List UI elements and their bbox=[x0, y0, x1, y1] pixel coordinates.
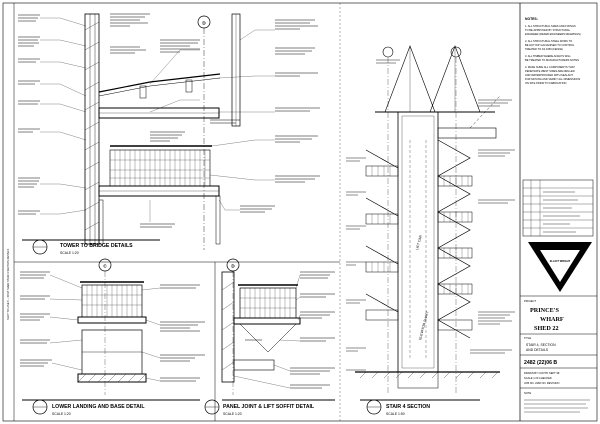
note-line-4: 2. ALL STRUCTURAL STEEL WORK TO bbox=[525, 39, 572, 43]
section-marker-c-label: C bbox=[103, 264, 107, 269]
title-field-2: SCALE 1:20 CHECKED bbox=[524, 376, 552, 380]
tower-bridge-title: TOWER TO BRIDGE DETAILS bbox=[60, 243, 133, 249]
title-field-3: JOB NO. 2482 NO. REVISION bbox=[524, 381, 559, 385]
stair-notes bbox=[376, 59, 515, 354]
panel-joint-detail: D bbox=[204, 258, 335, 416]
section-marker-d-top-label: D bbox=[202, 21, 206, 26]
landing-slab bbox=[77, 316, 147, 324]
note-line-5: BE HOT DIP GALVANISED TO CONTROL bbox=[525, 43, 575, 47]
notes-heading: NOTES: bbox=[525, 17, 538, 21]
lower-landing-notes bbox=[20, 271, 205, 382]
grid-marker-left bbox=[382, 46, 394, 58]
note-line-6: TREATED TO AS 1650 (FENCE) bbox=[525, 47, 563, 51]
lower-landing-detail: C bbox=[20, 258, 205, 416]
title-line1: STAIR 4, SECTION bbox=[526, 343, 556, 347]
note-line-12: FOR MOVING AND VERIFY ALL DIMENSIONS bbox=[525, 77, 580, 81]
lower-landing-scale: SCALE 1:20 bbox=[52, 412, 71, 416]
note-line-8: BE TREATED TO MANUFACTURERS NOTES bbox=[525, 58, 579, 62]
pit bbox=[397, 371, 439, 389]
revision-table bbox=[522, 179, 594, 237]
soffit-bracket bbox=[239, 323, 297, 353]
section-marker-d-lower-label: D bbox=[231, 264, 235, 269]
stair-section-scale: SCALE 1:50 bbox=[386, 412, 405, 416]
title-label: TITLE bbox=[524, 336, 531, 340]
tower-bridge-scale: SCALE 1:20 bbox=[60, 251, 79, 255]
note-line-3: ENGINEER (REFER ENGINEERS DRAWINGS) bbox=[525, 32, 581, 36]
project-name-line1: PRINCE'S bbox=[530, 307, 559, 314]
panel-joint-title: PANEL JOINT & LIFT SOFFIT DETAIL bbox=[223, 404, 315, 410]
canopy-roof bbox=[98, 73, 221, 93]
project-name-line3: SHED 22 bbox=[534, 325, 559, 332]
panel-joint-scale: SCALE 1:20 bbox=[223, 412, 242, 416]
note-line-10: PENETRATE WEST SIDES ARE DRILLED bbox=[525, 69, 575, 73]
soffit-slab bbox=[233, 317, 301, 325]
title-block-column: NOTES: 1. ALL STRUCTURAL SIZES AND FIXIN… bbox=[520, 17, 597, 413]
tower-bridge-detail: D bbox=[18, 13, 320, 255]
logo-text: ELLIOT WRIGHT bbox=[550, 259, 571, 263]
panel-joint-notes bbox=[245, 271, 335, 389]
project-name-line2: WHARF bbox=[540, 316, 564, 323]
firm-logo: ELLIOT WRIGHT bbox=[528, 242, 592, 292]
note-label: NOTE bbox=[524, 391, 531, 395]
stair-landings bbox=[365, 165, 473, 331]
bridge-connection bbox=[437, 127, 497, 139]
level-tags bbox=[346, 157, 366, 371]
project-label: PROJECT bbox=[524, 299, 537, 303]
stair-flights bbox=[365, 139, 471, 339]
elevator-shaft-label: ELEVATOR SHAFT bbox=[418, 311, 430, 341]
note-line-1: 1. ALL STRUCTURAL SIZES AND FIXINGS bbox=[525, 24, 576, 28]
stair-section: LIFT CAR ELEVATOR SHAFT bbox=[346, 45, 515, 416]
title-line2: AND DETAILS bbox=[526, 348, 549, 352]
tower-bridge-notes bbox=[18, 13, 320, 228]
note-line-11: AND WATERPROOFED WITH SEALANT bbox=[525, 73, 573, 77]
tower-wall bbox=[84, 13, 100, 245]
note-line-7: 3. ALL TIMBER WHERE ALWAYS WILL bbox=[525, 54, 571, 58]
panel-balustrade bbox=[239, 287, 297, 319]
lower-landing-title: LOWER LANDING AND BASE DETAIL bbox=[52, 404, 145, 410]
note-line-13: ON SITE PRIOR TO FABRICATION bbox=[525, 81, 566, 85]
stair-section-title: STAIR 4 SECTION bbox=[386, 404, 430, 410]
drawing-number: 2482 (22)06 B bbox=[524, 360, 557, 366]
lift-wall-panel bbox=[221, 271, 235, 383]
title-field-1: DRAWN BY CONT'D SEPT 98 bbox=[524, 371, 560, 375]
side-margin-text: SLOT TO LINE 5 – SPUT SHED STAIR 4 SECTI… bbox=[6, 249, 10, 320]
note-line-9: 4. MAKE SURE ALL COMPONENTS THAT bbox=[525, 65, 575, 69]
note-line-2: TO BE APPROVED BY STRUCTURAL bbox=[525, 28, 571, 32]
lift-car-label: LIFT CAR bbox=[415, 234, 423, 250]
